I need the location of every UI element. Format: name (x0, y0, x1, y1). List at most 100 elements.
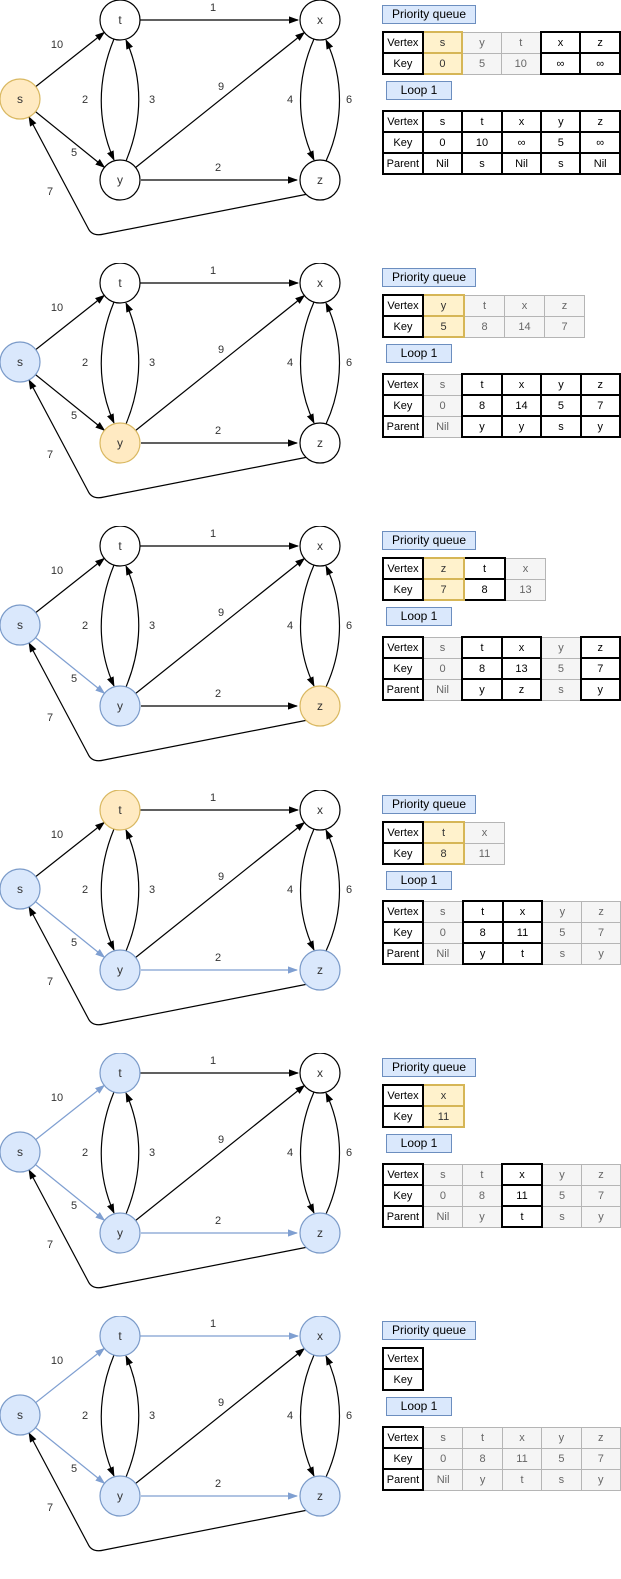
edge-s-y (35, 111, 106, 169)
cell-key-s: 0 (422, 394, 463, 417)
cell-key-y: 5 (541, 921, 583, 944)
cell-parent-s: Nil (422, 415, 463, 438)
edge-weight-y-t: 3 (149, 357, 155, 369)
cell-key-t: 8 (461, 921, 504, 944)
row-header-key: Key (382, 842, 424, 865)
cell-vertex-x: x (539, 31, 582, 54)
cell-parent-x: y (500, 415, 543, 438)
node-y (99, 1475, 141, 1517)
edge-weight-s-t: 10 (51, 829, 63, 841)
cell-key-t: 8 (422, 842, 465, 865)
cell-parent-t: y (461, 1205, 503, 1228)
edge-weight-s-t: 10 (51, 1092, 63, 1104)
node-label-z: z (317, 173, 323, 187)
edge-weight-y-x: 9 (218, 81, 224, 93)
cell-parent-s: Nil (421, 152, 464, 175)
cell-vertex-x: x (500, 110, 543, 133)
cell-key-y: 5 (540, 394, 582, 417)
cell-vertex-t: t (463, 557, 506, 580)
row-header-vertex: Vertex (382, 1163, 424, 1186)
edge-z-x (325, 1092, 341, 1215)
node-label-y: y (117, 1489, 123, 1503)
node-label-s: s (17, 882, 23, 896)
edge-y-t (125, 829, 140, 952)
node-label-x: x (317, 1329, 323, 1343)
cell-key-t: 8 (462, 1447, 503, 1470)
edge-weight-y-z: 2 (215, 1478, 221, 1490)
row-header-vertex: Vertex (382, 636, 424, 659)
cell-key-z: 7 (544, 315, 585, 338)
edge-x-z (299, 38, 315, 161)
cell-key-y: 5 (540, 657, 582, 680)
cell-parent-t: y (461, 942, 504, 965)
edge-weight-z-s: 7 (47, 976, 53, 988)
edge-x-z (299, 564, 315, 687)
row-header-parent: Parent (382, 942, 424, 965)
row-header-vertex: Vertex (382, 557, 424, 580)
row-header-key: Key (382, 657, 424, 680)
node-label-t: t (118, 1066, 122, 1080)
cell-vertex-x: x (463, 821, 505, 844)
edge-weight-y-z: 2 (215, 425, 221, 437)
cell-parent-z: y (581, 942, 621, 965)
cell-parent-t: y (462, 1468, 503, 1491)
cell-key-s: 0 (421, 52, 464, 75)
cell-vertex-z: z (579, 31, 621, 54)
edge-z-x (325, 565, 341, 688)
node-label-s: s (17, 1145, 23, 1159)
row-header-parent: Parent (382, 1468, 424, 1491)
cell-key-x: ∞ (539, 52, 582, 75)
node-z (299, 422, 341, 464)
cell-vertex-t: t (463, 294, 505, 317)
node-t (99, 1053, 141, 1094)
node-label-z: z (317, 1489, 323, 1503)
edge-weight-t-x: 1 (210, 1318, 216, 1330)
node-z (299, 1212, 341, 1254)
cell-key-y: 5 (541, 1184, 583, 1207)
cell-vertex-y: y (540, 373, 582, 396)
cell-key-x: 14 (504, 315, 545, 338)
edge-y-t (125, 1355, 140, 1478)
edge-weight-x-z: 4 (287, 94, 293, 106)
cell-parent-x: t (500, 1205, 544, 1228)
row-header-vertex: Vertex (382, 900, 424, 923)
cell-parent-z: y (579, 415, 621, 438)
cell-parent-z: y (580, 1468, 621, 1491)
cell-key-z: 7 (579, 394, 621, 417)
edge-weight-t-y: 2 (82, 94, 88, 106)
cell-key-t: 8 (461, 657, 503, 680)
cell-vertex-y: y (541, 900, 583, 923)
cell-key-t: 10 (500, 52, 542, 75)
row-header-parent: Parent (382, 678, 424, 701)
edge-t-y (100, 564, 115, 687)
node-t (99, 790, 141, 831)
edge-weight-y-t: 3 (149, 1410, 155, 1422)
edge-weight-y-x: 9 (218, 607, 224, 619)
edge-z-x (325, 39, 341, 162)
edge-s-t (35, 821, 106, 878)
cell-vertex-z: z (581, 900, 621, 923)
edge-x-z (299, 1354, 315, 1477)
node-label-t: t (118, 1329, 122, 1343)
row-header-key: Key (382, 394, 424, 417)
cell-key-x: 11 (501, 1447, 543, 1470)
node-label-x: x (317, 276, 323, 290)
node-y (99, 685, 141, 727)
edge-t-y (100, 301, 115, 424)
edge-y-x (135, 1347, 306, 1484)
cell-vertex-t: t (500, 31, 542, 54)
cell-vertex-z: z (579, 373, 621, 396)
edge-weight-y-t: 3 (149, 1147, 155, 1159)
cell-key-x: 11 (500, 1184, 544, 1207)
node-x (299, 1053, 341, 1094)
cell-parent-s: Nil (422, 1205, 463, 1228)
